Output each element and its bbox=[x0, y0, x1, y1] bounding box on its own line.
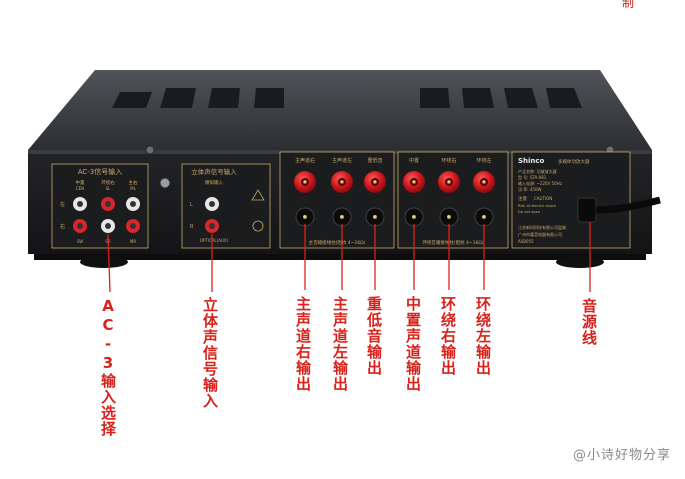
spec-label bbox=[511, 151, 631, 249]
product-name: 多媒体功放大器 bbox=[558, 158, 590, 165]
ac3-row-1: 右 bbox=[60, 223, 65, 230]
watermark: @小诗好物分享 bbox=[572, 448, 671, 463]
stereo-rca-jacks[interactable] bbox=[205, 197, 219, 233]
label-main-left-out: 主声道左输出 bbox=[331, 296, 349, 392]
ac3-col-en-1: SL bbox=[106, 186, 112, 191]
label-ac3-input: AC-3输入选择 bbox=[99, 297, 117, 437]
certification-mark-icon bbox=[252, 220, 264, 232]
stereo-row-1: R bbox=[190, 224, 194, 230]
warning-triangle-icon bbox=[251, 189, 265, 201]
brand-logo: Shinco bbox=[518, 157, 545, 165]
foot-left bbox=[80, 256, 128, 268]
label-subwoofer-out: 重低音输出 bbox=[365, 296, 383, 376]
label-stereo-input: 立体声信号输入 bbox=[201, 297, 219, 409]
spk-header-1: 主声道左 bbox=[332, 157, 352, 164]
vent-slots bbox=[112, 88, 582, 108]
maker-line-0: 江苏新科科技有限公司监制 bbox=[518, 224, 566, 230]
ac3-col-0: 中置 bbox=[76, 179, 85, 186]
speaker-binding-posts[interactable] bbox=[294, 171, 495, 227]
spec-line-1: 型 号: STA-981 bbox=[518, 174, 547, 180]
label-power-cord: 音源线 bbox=[580, 298, 598, 346]
ac3-bottom-0: SW bbox=[77, 239, 84, 244]
spec-line-3: 功 率: 450W bbox=[518, 186, 542, 192]
spec-line-0: 产品名称: 功放放大器 bbox=[518, 168, 557, 174]
spk-header-3: 中置 bbox=[409, 157, 419, 164]
ac3-col-1: 环绕右 bbox=[101, 179, 115, 186]
spk-header-4: 环绕右 bbox=[441, 157, 456, 164]
stereo-sub-top: 模拟输入 bbox=[205, 179, 223, 186]
label-surround-left-out: 环绕左输出 bbox=[474, 296, 492, 376]
ac3-bottom-2: MR bbox=[130, 239, 136, 244]
callout-lines bbox=[107, 222, 591, 293]
ac3-title: AC-3信号输入 bbox=[78, 167, 123, 176]
stereo-title: 立体声信号输入 bbox=[191, 167, 237, 176]
maker-line-1: 广州市嘉音电器有限公司 bbox=[518, 231, 562, 237]
caution-en: CAUTION bbox=[534, 196, 552, 201]
label-surround-right-out: 环绕右输出 bbox=[439, 296, 457, 376]
ac3-row-0: 左 bbox=[60, 201, 65, 208]
maker-line-2: ASB055 bbox=[518, 239, 534, 244]
chassis-top bbox=[28, 70, 652, 150]
foot-right bbox=[556, 256, 604, 268]
power-cord-plug bbox=[577, 196, 661, 223]
spk-left-note: 主音箱接线柱(阻抗 4~16Ω) bbox=[309, 239, 366, 246]
stereo-row-0: L bbox=[190, 202, 193, 208]
caution-line-0: Risk of electric shock bbox=[518, 204, 557, 208]
spk-header-5: 环绕左 bbox=[476, 157, 491, 164]
caution-line-1: Do not open bbox=[518, 210, 540, 214]
ac3-col-2: 主右 bbox=[129, 179, 138, 186]
corner-text: 制 bbox=[622, 0, 635, 10]
stereo-sub-bottom: OPTICAL(AUX) bbox=[200, 238, 229, 243]
spec-line-2: 输入电源: ~220V 50Hz bbox=[518, 180, 562, 186]
ac3-col-en-2: ML bbox=[130, 186, 136, 191]
spk-right-note: 环绕音箱接线柱(阻抗 4~16Ω) bbox=[422, 239, 483, 246]
spk-header-0: 主声道右 bbox=[295, 157, 315, 164]
caution-title: 注意 bbox=[518, 195, 527, 202]
label-center-out: 中置声道输出 bbox=[404, 296, 422, 392]
spk-header-2: 重低音 bbox=[367, 157, 382, 164]
ac3-rca-jacks[interactable] bbox=[73, 197, 140, 233]
ground-screw bbox=[159, 177, 171, 189]
label-main-right-out: 主声道右输出 bbox=[294, 296, 312, 392]
ac3-col-en-0: CEN bbox=[76, 186, 84, 191]
